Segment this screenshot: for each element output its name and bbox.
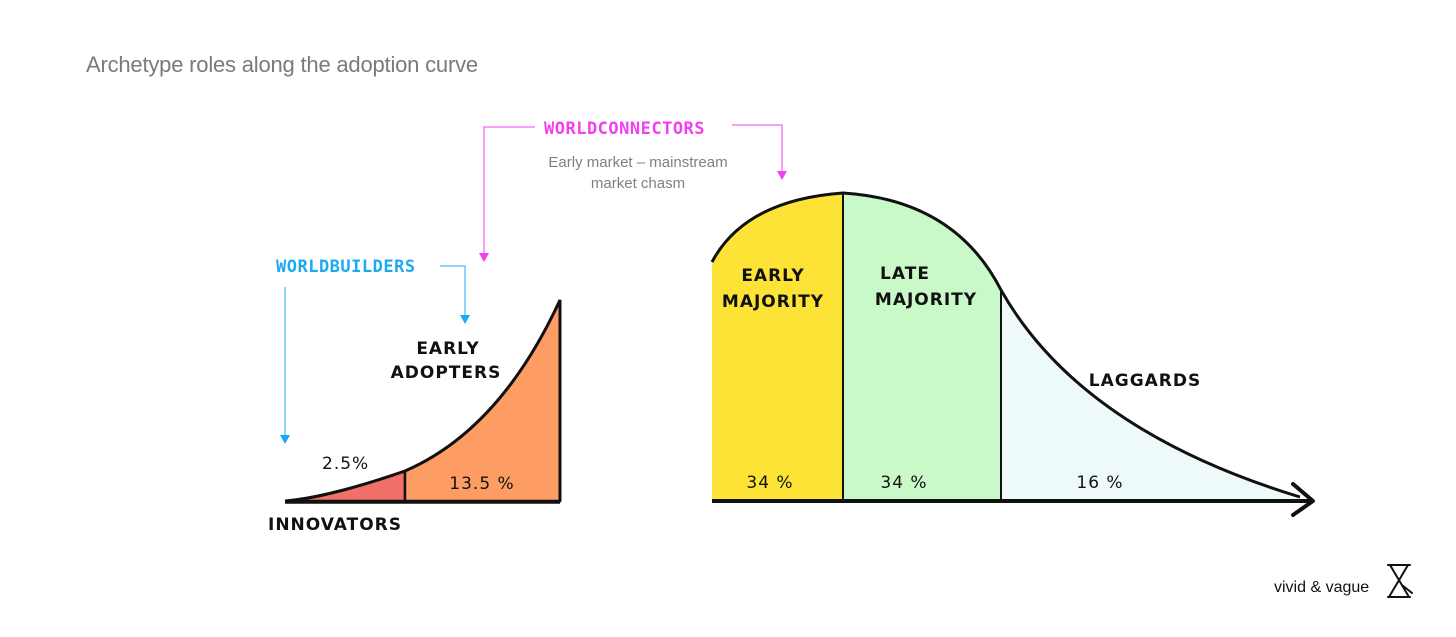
late-majority-label-line1: LATE <box>880 264 930 284</box>
early-majority-percent: 34 % <box>746 473 793 493</box>
worldbuilders-arrows <box>284 265 466 437</box>
laggards-percent: 16 % <box>1076 473 1123 493</box>
worldconnectors-arrowheads <box>479 171 787 262</box>
hourglass-logo-icon <box>1387 564 1413 598</box>
early-majority-label-line1: EARLY <box>741 266 804 286</box>
worldconnectors-label: WORLDCONNECTORS <box>544 119 705 139</box>
right-curve-line <box>710 191 1301 499</box>
left-curve-line <box>284 299 562 503</box>
early-adopters-label-line2: ADOPTERS <box>391 363 502 383</box>
innovators-percent: 2.5% <box>322 454 369 474</box>
brand-name: vivid & vague <box>1274 579 1370 596</box>
diagram-title: Archetype roles along the adoption curve <box>86 52 478 77</box>
laggards-label: LAGGARDS <box>1089 371 1202 391</box>
early-majority-area <box>712 193 843 501</box>
early-adopters-percent: 13.5 % <box>449 474 514 494</box>
x-axis-arrowhead <box>1291 482 1315 517</box>
late-majority-percent: 34 % <box>880 473 927 493</box>
early-majority-label-line2: MAJORITY <box>722 292 824 312</box>
late-majority-label-line2: MAJORITY <box>875 290 977 310</box>
worldbuilders-label: WORLDBUILDERS <box>276 257 416 277</box>
innovators-label: INNOVATORS <box>268 515 402 535</box>
early-adopters-label-line1: EARLY <box>416 339 479 359</box>
laggards-area <box>1001 290 1300 501</box>
early-adopters-area <box>403 299 562 503</box>
late-majority-area <box>843 193 1001 501</box>
worldbuilders-arrowheads <box>280 315 470 444</box>
chasm-note: Early market – mainstream market chasm <box>548 154 728 192</box>
worldconnectors-arrows <box>483 124 783 256</box>
